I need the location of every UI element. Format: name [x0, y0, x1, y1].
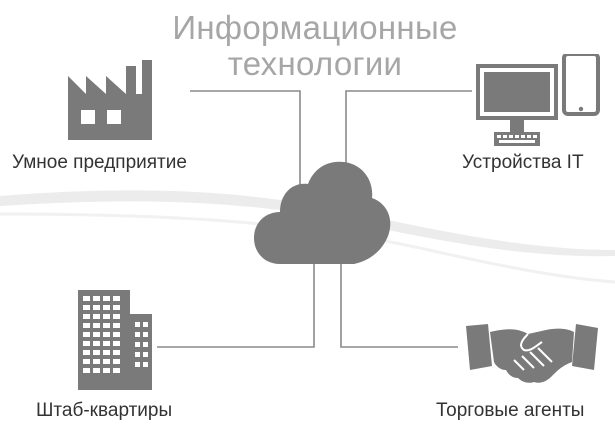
label-smart-enterprise: Умное предприятие: [12, 152, 187, 173]
devices-icon: [476, 54, 600, 146]
connector-smart-enterprise: [190, 90, 301, 188]
title-line-2: технологии: [227, 45, 403, 82]
diagram-title: Информационные технологии: [150, 10, 480, 82]
connector-sales-agents: [340, 262, 458, 348]
label-it-devices: Устройства IT: [462, 152, 584, 173]
office-building-icon: [78, 290, 152, 390]
connector-headquarters: [157, 262, 315, 348]
label-sales-agents: Торговые агенты: [436, 400, 585, 421]
label-headquarters: Штаб-квартиры: [36, 400, 173, 421]
cloud-icon: [254, 161, 391, 264]
title-line-1: Информационные: [172, 9, 458, 46]
handshake-icon: [466, 324, 598, 383]
connector-it-devices: [345, 90, 472, 186]
factory-icon: [68, 60, 152, 140]
